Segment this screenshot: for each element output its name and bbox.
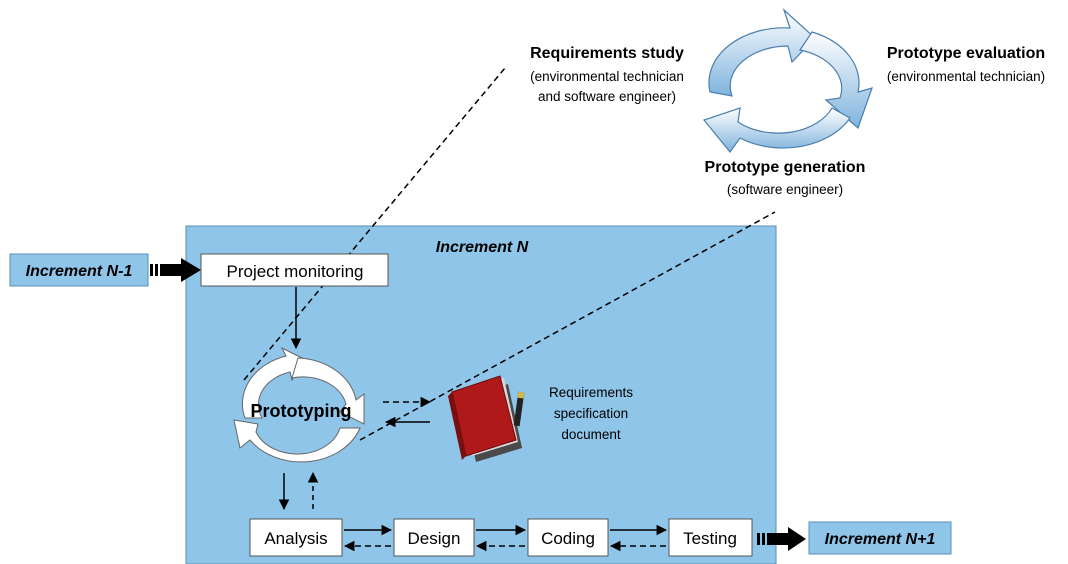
prototype-evaluation-line1: (environmental technician) <box>887 69 1045 84</box>
document-line2: specification <box>554 406 628 421</box>
increment-n-title: Increment N <box>436 239 529 256</box>
prototype-generation-line1: (software engineer) <box>727 182 843 197</box>
project-monitoring-label: Project monitoring <box>226 262 363 281</box>
design-box[interactable] <box>393 518 475 557</box>
increment-next-box <box>808 521 952 555</box>
prototyping-cycle-icon <box>233 346 365 463</box>
increment-previous-box <box>9 253 149 287</box>
increment-next-label: Increment N+1 <box>825 531 936 548</box>
design-label: Design <box>408 529 461 548</box>
prototype-evaluation-title: Prototype evaluation <box>887 45 1045 62</box>
project-monitoring-box[interactable] <box>200 253 389 287</box>
prototype-generation-title: Prototype generation <box>705 159 866 176</box>
projection-line-left <box>243 67 506 381</box>
document-line3: document <box>561 427 621 442</box>
requirements-document-icon <box>448 375 525 462</box>
analysis-box[interactable] <box>249 518 343 557</box>
requirements-study-line2: and software engineer) <box>538 89 676 104</box>
prototyping-label: Prototyping <box>251 401 352 421</box>
testing-label: Testing <box>683 529 737 548</box>
document-line1: Requirements <box>549 385 633 400</box>
coding-box[interactable] <box>527 518 609 557</box>
requirements-study-title: Requirements study <box>530 45 684 62</box>
increment-in-arrow <box>150 258 201 282</box>
projection-line-right <box>359 211 776 441</box>
testing-box[interactable] <box>668 518 753 557</box>
coding-label: Coding <box>541 529 595 548</box>
increment-previous-label: Increment N-1 <box>26 263 133 280</box>
prototype-cycle-icon <box>702 8 873 153</box>
analysis-label: Analysis <box>264 529 327 548</box>
increment-out-arrow <box>757 527 806 551</box>
requirements-study-line1: (environmental technician <box>530 69 684 84</box>
